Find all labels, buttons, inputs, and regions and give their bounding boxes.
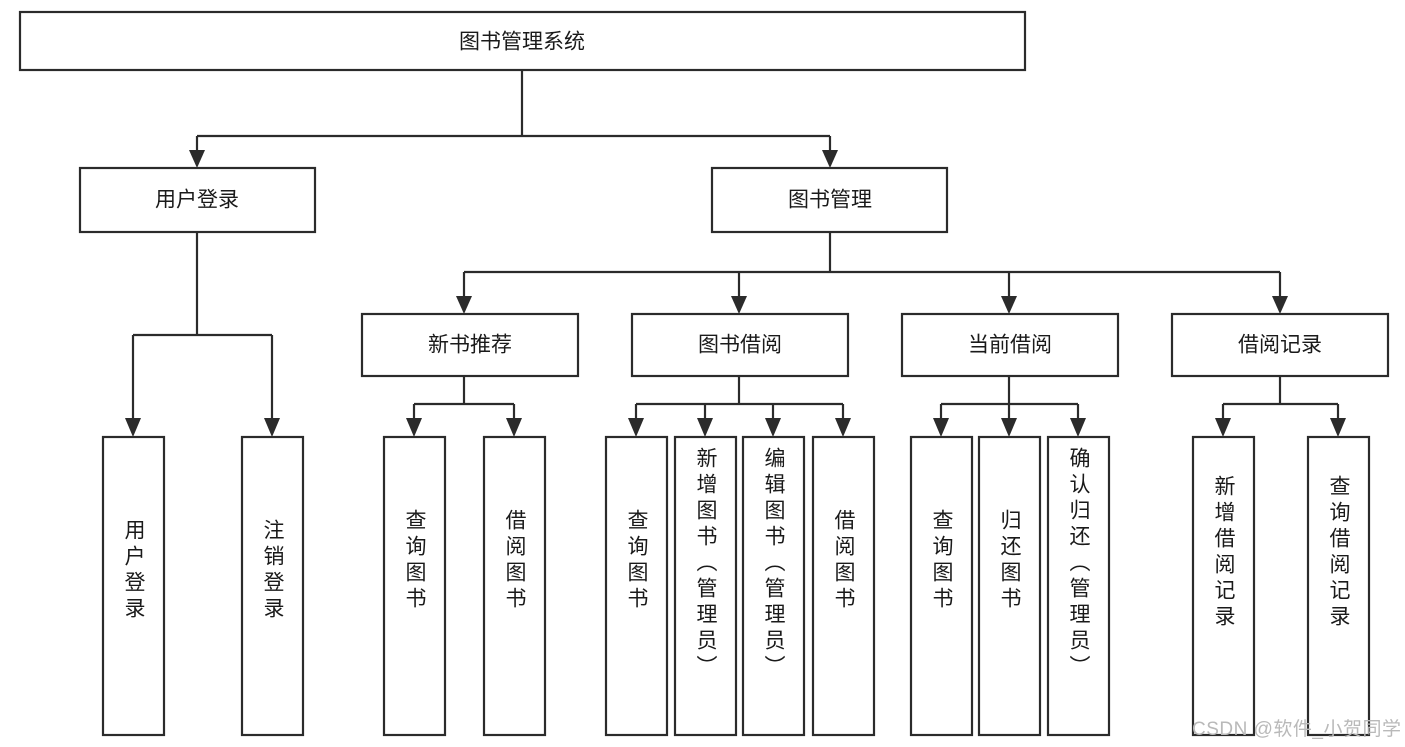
node-root[interactable]: 图书管理系统 [18,10,1027,72]
node-leaf-confirm-return-box[interactable] [1046,435,1111,737]
arrow-to-leaf-user-login [125,418,141,437]
arrow-to-leaf-query-record [1330,418,1346,437]
node-current-borrow-label: 当前借阅 [968,334,1052,357]
node-borrow-record-label: 借阅记录 [1238,334,1322,357]
node-user-login-label: 用户登录 [155,189,239,212]
arrow-to-leaf-query-book-3 [933,418,949,437]
node-leaf-user-login-box[interactable] [101,435,166,737]
node-leaf-query-book-3-box[interactable] [909,435,974,737]
node-book-manage-label: 图书管理 [788,189,872,212]
node-leaf-borrow-book-1-box[interactable] [482,435,547,737]
node-user-login[interactable]: 用户登录 [78,166,317,234]
edge-group-newbookrec-to-leaves [406,376,522,437]
node-book-manage[interactable]: 图书管理 [710,166,949,234]
node-new-book-rec-box[interactable] [360,312,580,378]
node-root-label: 图书管理系统 [459,31,585,54]
arrow-to-leaf-logout [264,418,280,437]
arrow-to-new-book-rec [456,296,472,314]
node-root-box[interactable] [18,10,1027,72]
node-current-borrow[interactable]: 当前借阅 [900,312,1120,378]
node-borrow-record[interactable]: 借阅记录 [1170,312,1390,378]
node-leaf-edit-book-box[interactable] [741,435,806,737]
watermark-text: CSDN @软件_小贺同学 [1192,719,1402,740]
arrow-to-borrow-record [1272,296,1288,314]
arrow-to-leaf-borrow-book-2 [835,418,851,437]
arrow-to-leaf-add-record [1215,418,1231,437]
node-leaf-logout-box[interactable] [240,435,305,737]
node-leaf-query-record-box[interactable] [1306,435,1371,737]
arrow-to-leaf-query-book-2 [628,418,644,437]
node-user-login-box[interactable] [78,166,317,234]
edge-group-bookmanage-to-level3 [456,232,1288,314]
node-book-manage-box[interactable] [710,166,949,234]
node-book-borrow[interactable]: 图书借阅 [630,312,850,378]
node-leaf-add-book-box[interactable] [673,435,738,737]
edge-group-root-to-level2 [189,70,838,168]
arrow-to-leaf-return-book [1001,418,1017,437]
edge-group-borrowrecord-to-leaves [1215,376,1346,437]
node-borrow-record-box[interactable] [1170,312,1390,378]
arrow-to-user-login [189,150,205,168]
node-leaf-add-record-box[interactable] [1191,435,1256,737]
arrow-to-leaf-borrow-book-1 [506,418,522,437]
node-new-book-rec-label: 新书推荐 [428,334,512,357]
node-leaf-return-book-box[interactable] [977,435,1042,737]
node-book-borrow-box[interactable] [630,312,850,378]
edge-group-bookborrow-to-leaves [628,376,851,437]
arrow-to-leaf-query-book-1 [406,418,422,437]
node-leaf-borrow-book-2-box[interactable] [811,435,876,737]
edge-group-userlogin-to-leaves [125,232,280,437]
edge-group-currentborrow-to-leaves [933,376,1086,437]
arrow-to-book-borrow [731,296,747,314]
arrow-to-leaf-add-book [697,418,713,437]
arrow-to-book-manage [822,150,838,168]
node-leaf-query-book-2-box[interactable] [604,435,669,737]
node-leaf-query-book-1-box[interactable] [382,435,447,737]
node-book-borrow-label: 图书借阅 [698,334,782,357]
arrow-to-leaf-edit-book [765,418,781,437]
node-current-borrow-box[interactable] [900,312,1120,378]
node-new-book-rec[interactable]: 新书推荐 [360,312,580,378]
arrow-to-current-borrow [1001,296,1017,314]
arrow-to-leaf-confirm-return [1070,418,1086,437]
